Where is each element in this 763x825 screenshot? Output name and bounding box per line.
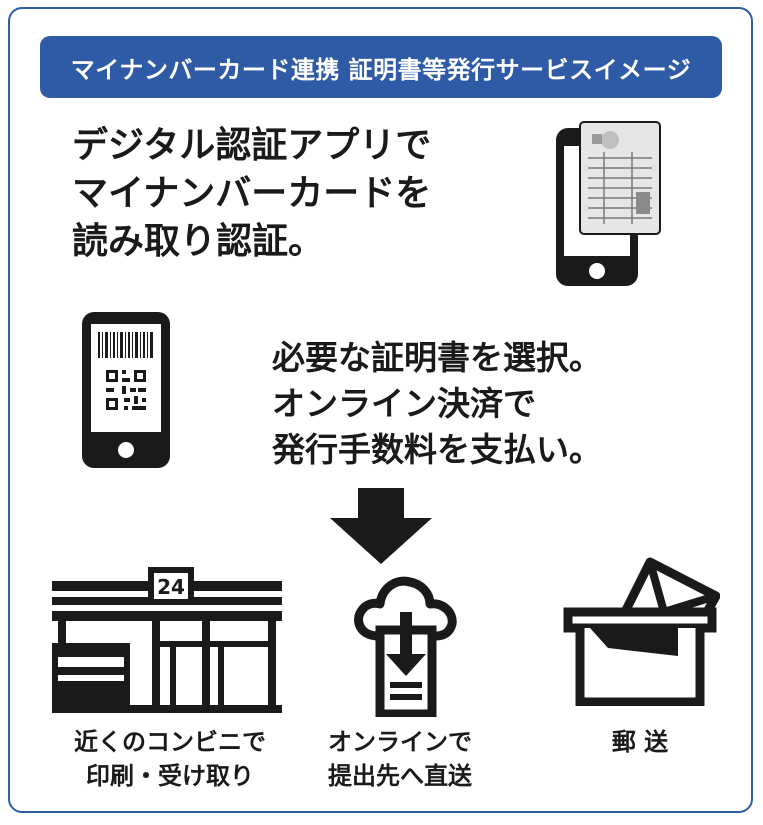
convenience-store-icon: 24 <box>52 567 282 713</box>
diagram-title: マイナンバーカード連携 証明書等発行サービスイメージ <box>70 55 692 84</box>
option-online-caption: オンラインで 提出先へ直送 <box>290 725 510 793</box>
caption-line: 郵 送 <box>611 728 669 756</box>
caption-line: 印刷・受け取り <box>86 762 254 790</box>
arrow-down-icon <box>330 488 432 564</box>
caption-line: オンラインで <box>328 728 472 756</box>
phone-qr-code-icon <box>82 312 170 468</box>
option-convenience-store-caption: 近くのコンビニで 印刷・受け取り <box>40 725 300 793</box>
diagram-title-banner: マイナンバーカード連携 証明書等発行サービスイメージ <box>40 36 722 98</box>
step1-description: デジタル認証アプリで マイナンバーカードを 読み取り認証。 <box>72 122 431 266</box>
caption-line: 提出先へ直送 <box>328 762 472 790</box>
store-sign-24: 24 <box>157 575 185 599</box>
option-mail-caption: 郵 送 <box>560 725 720 759</box>
step2-line: オンライン決済で <box>272 384 536 423</box>
step2-line: 必要な証明書を選択。 <box>272 338 602 377</box>
step1-line: 読み取り認証。 <box>72 221 325 262</box>
step1-line: デジタル認証アプリで <box>72 125 432 166</box>
mail-box-icon <box>563 557 720 706</box>
step1-line: マイナンバーカードを <box>72 173 432 214</box>
phone-card-reader-icon <box>556 121 661 286</box>
step2-line: 発行手数料を支払い。 <box>272 430 602 469</box>
caption-line: 近くのコンビニで <box>74 728 266 756</box>
step2-description: 必要な証明書を選択。 オンライン決済で 発行手数料を支払い。 <box>272 335 602 473</box>
cloud-download-icon <box>354 576 457 717</box>
